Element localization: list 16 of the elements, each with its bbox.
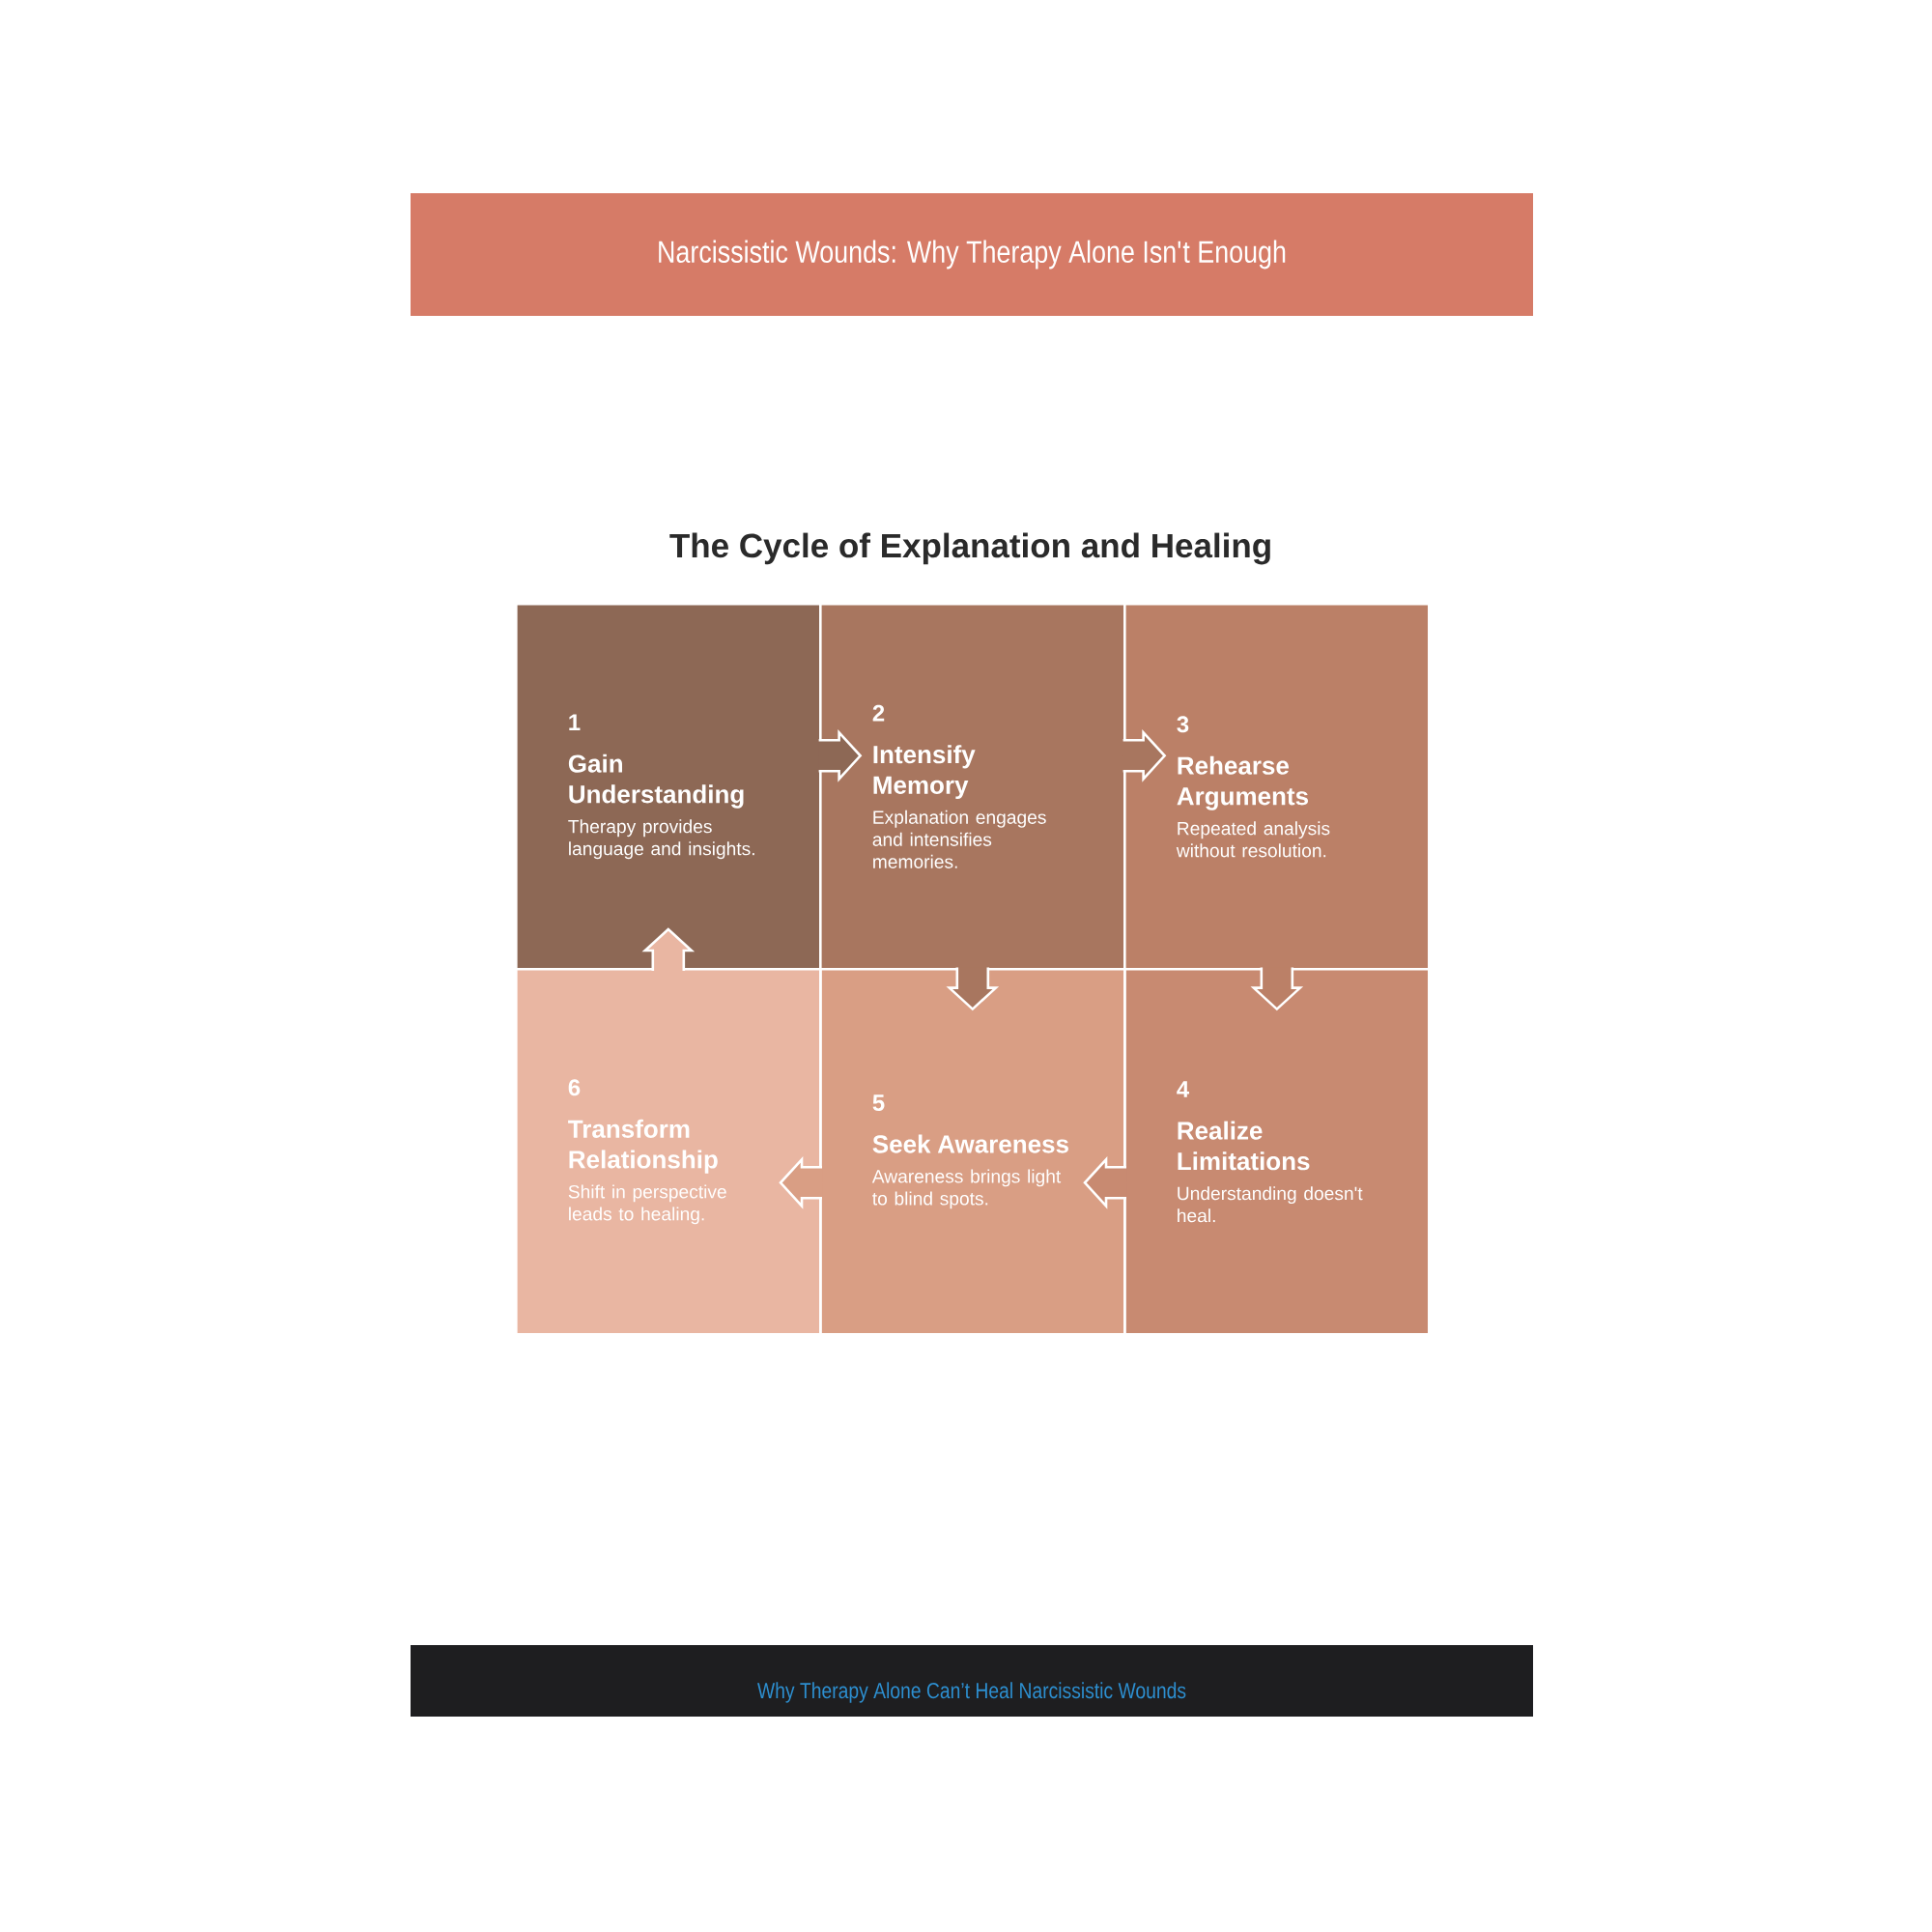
arrow <box>817 728 863 782</box>
footer-band: Why Therapy Alone Can’t Heal Narcissistic Wounds <box>411 1645 1534 1717</box>
arrow <box>1250 966 1304 1011</box>
step-cell: 2 Intensify Memory Explanation engages and intensifies memories. <box>819 603 1126 971</box>
arrow <box>779 1155 824 1209</box>
step-cell: 4 Realize Limitations Understanding doesn't heal. <box>1123 968 1431 1336</box>
arrow <box>1122 728 1167 782</box>
arrow <box>1083 1155 1128 1209</box>
arrow <box>641 927 696 973</box>
header-band: Narcissistic Wounds: Why Therapy Alone Isn't Enough <box>411 193 1534 316</box>
step-cell: 1 Gain Understanding Therapy provides language and insights. <box>515 603 822 971</box>
diagram-title: The Cycle of Explanation and Healing <box>669 532 1270 565</box>
step-cell: 6 Transform Relationship Shift in perspective leads to healing. <box>515 968 822 1336</box>
step-cell: 5 Seek Awareness Awareness brings light to blind spots. <box>819 968 1126 1336</box>
step-cell: 3 Rehearse Arguments Repeated analysis without resolution. <box>1123 603 1431 971</box>
arrow <box>946 966 1000 1011</box>
